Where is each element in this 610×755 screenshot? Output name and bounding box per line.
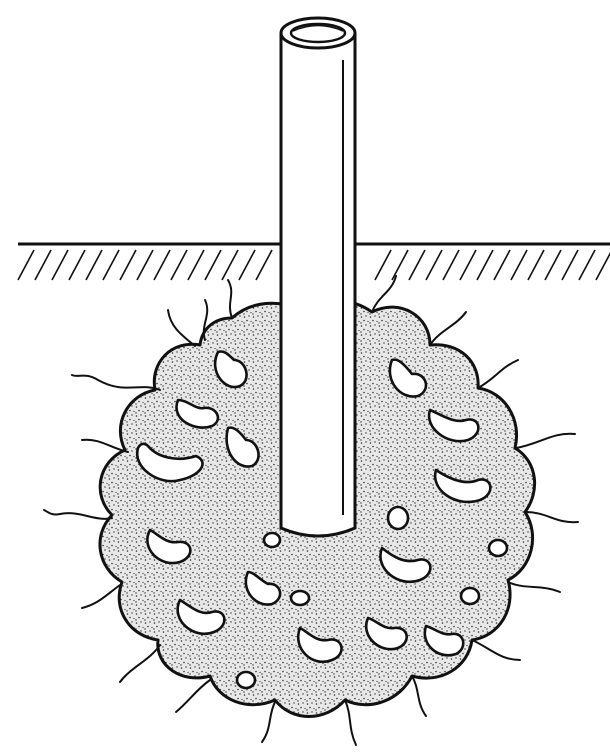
- hatch-stroke: [103, 250, 119, 280]
- hatch-stroke: [494, 250, 510, 280]
- crack-line: [345, 700, 356, 745]
- hatch-stroke: [579, 250, 595, 280]
- hatch-stroke: [392, 250, 408, 280]
- hatch-stroke: [137, 250, 153, 280]
- crack-line: [262, 702, 275, 742]
- hatch-stroke: [545, 250, 561, 280]
- hatch-stroke: [154, 250, 170, 280]
- hatch-stroke: [443, 250, 459, 280]
- hatch-stroke: [18, 250, 34, 280]
- crack-line: [120, 645, 160, 682]
- vertical-pipe: [281, 18, 355, 536]
- hatch-stroke: [69, 250, 85, 280]
- hatch-stroke: [596, 250, 610, 280]
- crack-line: [82, 585, 120, 608]
- hatch-stroke: [460, 250, 476, 280]
- hatch-stroke: [35, 250, 51, 280]
- crack-line: [472, 640, 520, 660]
- crack-line: [412, 676, 426, 716]
- hatch-stroke: [562, 250, 578, 280]
- crack-line: [228, 280, 232, 318]
- hatch-stroke: [222, 250, 238, 280]
- hatch-stroke: [256, 250, 272, 280]
- hatch-stroke: [86, 250, 102, 280]
- crack-line: [508, 582, 560, 592]
- crack-line: [72, 375, 160, 390]
- hatch-stroke: [528, 250, 544, 280]
- crack-line: [168, 310, 195, 346]
- crack-line: [478, 360, 518, 388]
- pipe-bore: [291, 24, 345, 42]
- crack-line: [430, 312, 466, 345]
- hatch-stroke: [375, 250, 391, 280]
- hatch-stroke: [171, 250, 187, 280]
- hatch-stroke: [52, 250, 68, 280]
- hatch-stroke: [426, 250, 442, 280]
- crack-line: [176, 680, 210, 712]
- hatch-stroke: [511, 250, 527, 280]
- crack-line: [525, 512, 578, 522]
- crack-line: [44, 510, 112, 519]
- hatch-stroke: [477, 250, 493, 280]
- hatch-stroke: [120, 250, 136, 280]
- hatch-stroke: [205, 250, 221, 280]
- hatch-stroke: [409, 250, 425, 280]
- crack-line: [516, 434, 575, 448]
- hatch-stroke: [188, 250, 204, 280]
- hatch-stroke: [239, 250, 255, 280]
